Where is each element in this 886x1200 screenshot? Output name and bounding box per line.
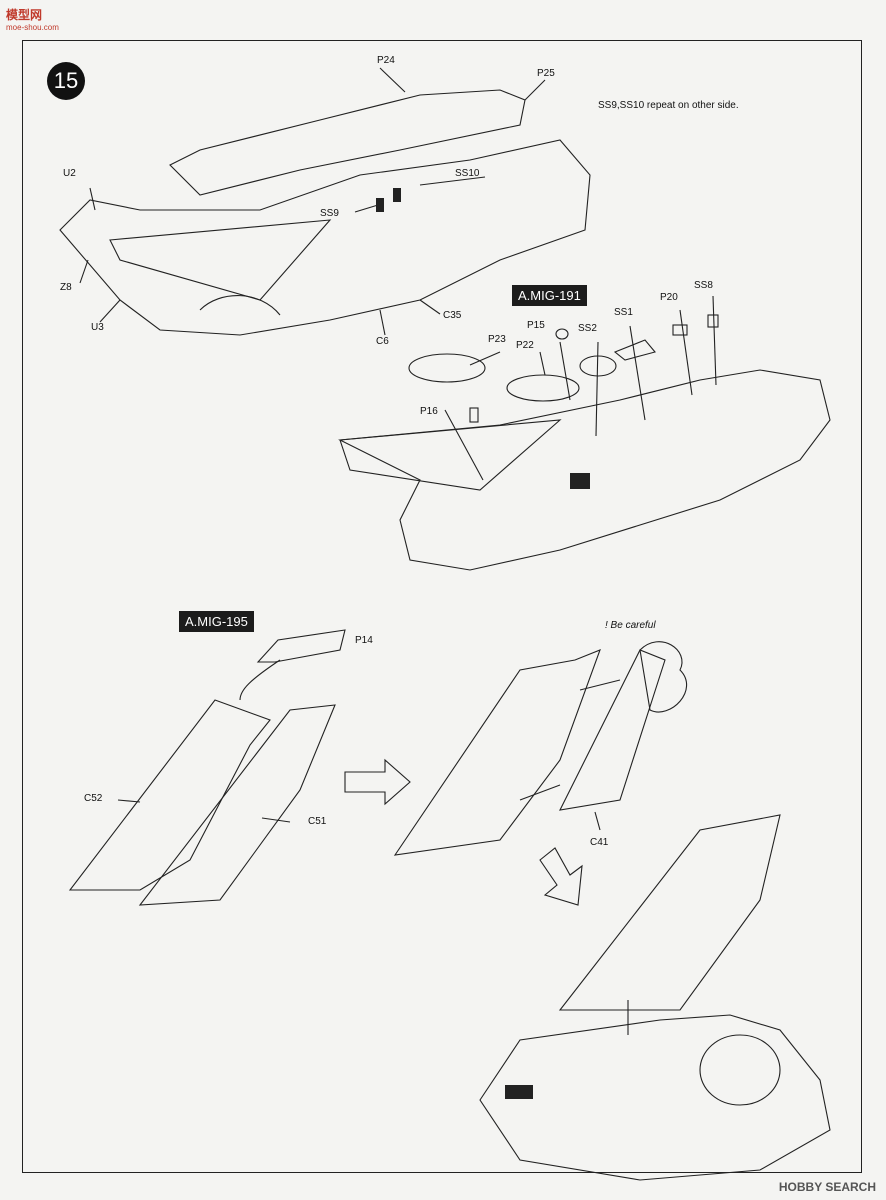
step-number-badge: 15: [47, 62, 85, 100]
fin-final-shape: [558, 814, 781, 1011]
arrow-down-shape: [539, 847, 583, 906]
site-watermark: 模型网 moe-shou.com: [6, 8, 59, 32]
caution-cloud-shape: [639, 641, 688, 713]
label-c41: C41: [590, 837, 609, 848]
label-p14: P14: [355, 635, 373, 646]
fin-half-c52-shape: [68, 699, 271, 891]
arrow-right-shape: [344, 758, 411, 806]
label-u2: U2: [63, 168, 76, 179]
label-c6: C6: [376, 336, 389, 347]
label-u3: U3: [91, 322, 104, 333]
hobbysearch-watermark: HOBBY SEARCH: [778, 1180, 876, 1194]
label-c51: C51: [308, 816, 327, 827]
label-p24: P24: [377, 55, 395, 66]
label-c35: C35: [443, 310, 462, 321]
middle-fuselage-shape: [338, 369, 831, 571]
label-ss8: SS8: [694, 280, 713, 291]
rear-fuselage-shape: [479, 1014, 831, 1181]
wing-shape: [109, 219, 332, 301]
label-p22: P22: [516, 340, 534, 351]
part-ss10-shape: [393, 188, 401, 202]
middle-wing-shape: [339, 419, 562, 491]
part-ss9-shape: [376, 198, 384, 212]
label-p15: P15: [527, 320, 545, 331]
page-frame: [22, 40, 862, 1173]
tag-amig-195: A.MIG-195: [179, 611, 254, 632]
part-p14-shape: [256, 629, 346, 663]
tag-amig-191: A.MIG-191: [512, 285, 587, 306]
fin-assembled-shape: [393, 649, 601, 856]
label-p23: P23: [488, 334, 506, 345]
label-ss2: SS2: [578, 323, 597, 334]
label-p20: P20: [660, 292, 678, 303]
label-z8: Z8: [60, 282, 72, 293]
label-ss1: SS1: [614, 307, 633, 318]
rudder-c41-shape: [559, 649, 666, 811]
warning-be-careful: ! Be careful: [605, 620, 656, 631]
repeat-note: SS9,SS10 repeat on other side.: [598, 100, 739, 111]
label-c52: C52: [84, 793, 103, 804]
label-p25: P25: [537, 68, 555, 79]
upper-fuselage-shape: [59, 139, 591, 336]
fin-half-c51-shape: [138, 704, 336, 906]
label-p16: P16: [420, 406, 438, 417]
label-ss10: SS10: [455, 168, 480, 179]
label-ss9: SS9: [320, 208, 339, 219]
